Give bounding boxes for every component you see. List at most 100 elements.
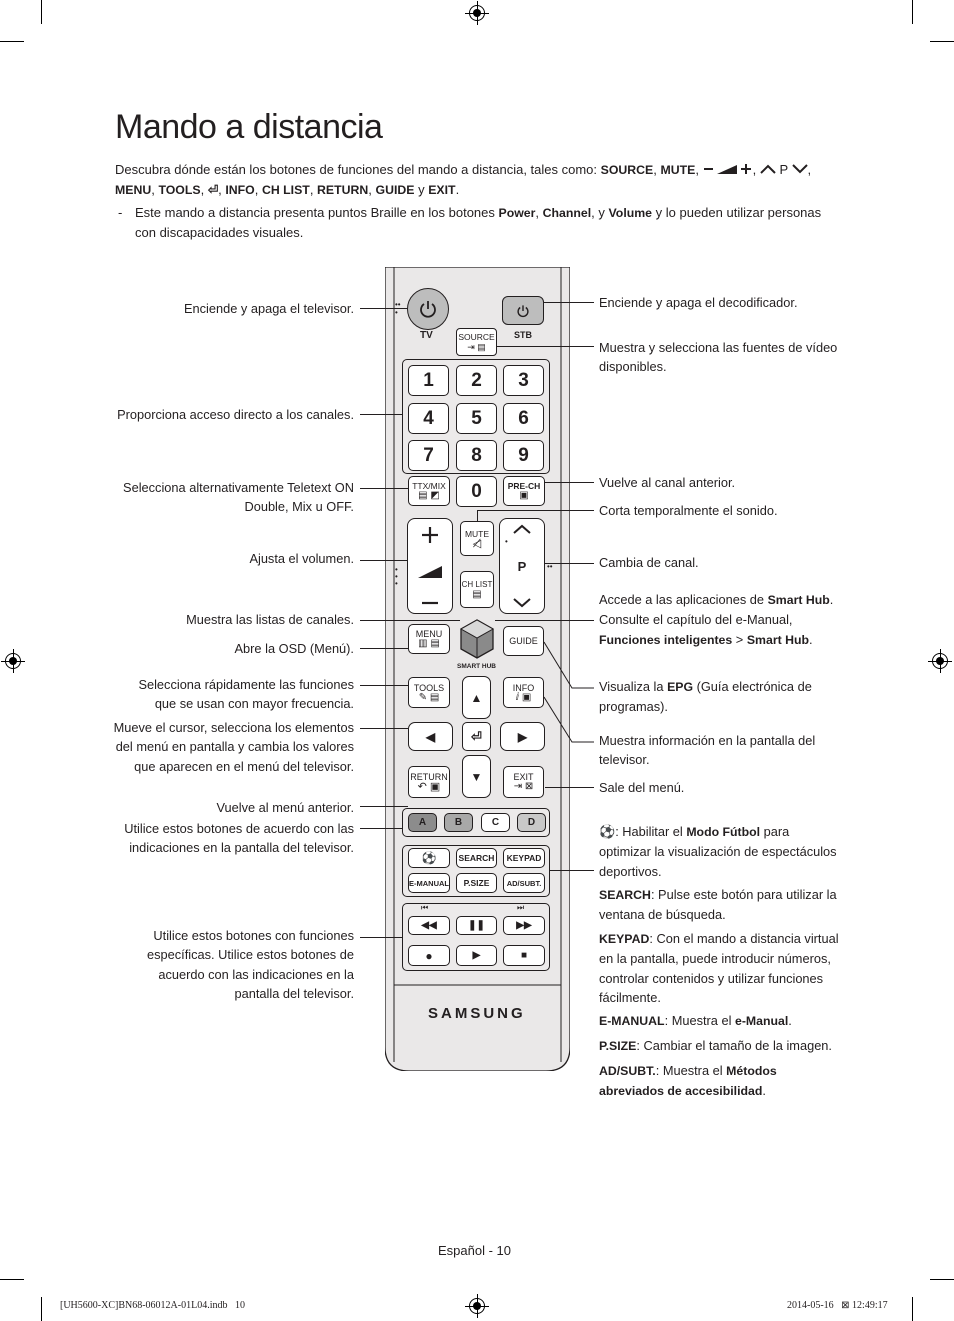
search-button[interactable]: SEARCH (456, 848, 497, 868)
arrow-down-icon: ▼ (470, 769, 483, 784)
label-guide: Visualiza la EPG (Guía electrónica de pr… (599, 677, 844, 717)
tv-label: TV (420, 330, 433, 341)
record-icon: ● (425, 948, 433, 963)
digit-1-button[interactable]: 1 (408, 365, 449, 396)
smart-hub-button[interactable] (459, 618, 495, 660)
digit-5-button[interactable]: 5 (456, 403, 497, 434)
color-d-button[interactable]: D (517, 813, 546, 832)
text-segment: . Consulte el capítulo del e-Manual, (599, 592, 834, 628)
menu-button[interactable]: MENU ▥ ▤ (408, 624, 450, 654)
source-button[interactable]: SOURCE ⇥ ▤ (456, 328, 497, 356)
nav-up-button[interactable]: ▲ (462, 676, 491, 719)
bold-term: KEYPAD (599, 932, 650, 946)
volume-rocker[interactable] (407, 518, 453, 614)
bold-term: ⏎ (207, 183, 219, 197)
label-ad-subt: AD/SUBT.: Muestra el Métodos abreviados … (599, 1061, 844, 1102)
bold-term: Power (498, 206, 536, 220)
nav-left-button[interactable]: ◀ (408, 722, 453, 751)
guide-button[interactable]: GUIDE (503, 626, 544, 656)
rewind-icon: ◀◀ (421, 920, 437, 931)
digit-4-button[interactable]: 4 (408, 403, 449, 434)
bold-term: RETURN (317, 183, 369, 197)
braille-dots-icon: ••• (395, 565, 398, 588)
nav-down-button[interactable]: ▼ (462, 755, 491, 798)
label-source: Muestra y selecciona las fuentes de víde… (599, 340, 838, 375)
text-segment: : Habilitar el (615, 824, 687, 839)
tools-button[interactable]: TOOLS ✎ ▤ (408, 677, 450, 708)
samsung-logo: SAMSUNG (428, 1005, 526, 1022)
info-button[interactable]: INFO ⅈ ▣ (503, 677, 544, 708)
play-button[interactable]: ▶ (456, 945, 497, 966)
label-mute: Corta temporalmente el sonido. (599, 503, 778, 518)
football-mode-button[interactable]: ⚽ (408, 848, 450, 868)
label-keypad: KEYPAD: Con el mando a distancia virtual… (599, 929, 844, 1008)
enter-button[interactable]: ⏎ (462, 722, 491, 751)
exit-button[interactable]: EXIT ⇥ ⊠ (503, 766, 544, 798)
digit-2-button[interactable]: 2 (456, 365, 497, 396)
teletext-icon: ▤ ◩ (418, 490, 440, 501)
digit-9-button[interactable]: 9 (503, 440, 544, 471)
bold-term: CH LIST (261, 183, 310, 197)
prev-track-icon: ⏮ (421, 903, 429, 912)
bold-term: MENU (115, 183, 152, 197)
next-track-icon: ⏭ (517, 903, 525, 912)
label-color-buttons: Utilice estos botones de acuerdo con las… (124, 821, 354, 856)
label-info: Muestra información en la pantalla del t… (599, 733, 816, 768)
digit-0-button[interactable]: 0 (456, 476, 497, 507)
return-button[interactable]: RETURN ↶ ▣ (408, 766, 450, 798)
label-exit: Sale del menú. (599, 780, 685, 795)
bold-term: AD/SUBT. (599, 1064, 656, 1078)
bold-term: Métodos abreviados de accesibilidad (599, 1064, 777, 1099)
braille-dots-icon: •• (547, 562, 553, 571)
label-ttx-mix: Selecciona alternativamente Teletext ON … (123, 480, 354, 515)
label-volume: Ajusta el volumen. (249, 551, 354, 566)
arrow-left-icon: ◀ (425, 729, 436, 744)
color-a-button[interactable]: A (408, 813, 437, 832)
page-title: Mando a distancia (115, 108, 383, 146)
label-p-size: P.SIZE: Cambiar el tamaño de la imagen. (599, 1036, 844, 1056)
bold-term: GUIDE (375, 183, 415, 197)
print-file-info: [UH5600-XC]BN68-06012A-01L04.indb 10 (60, 1300, 245, 1311)
keypad-button[interactable]: KEYPAD (503, 848, 545, 868)
nav-right-button[interactable]: ▶ (500, 722, 545, 751)
ch-list-button[interactable]: CH LIST ▤ (460, 571, 494, 608)
note-dash: - (118, 205, 123, 220)
stb-power-button[interactable] (502, 296, 544, 325)
text-segment: Accede a las aplicaciones de (599, 592, 768, 607)
fast-forward-button[interactable]: ▶▶ (503, 916, 545, 935)
channel-up-icon (513, 524, 531, 534)
digit-7-button[interactable]: 7 (408, 440, 449, 471)
text-segment: : Muestra el (664, 1013, 735, 1028)
record-button[interactable]: ● (408, 945, 450, 966)
bold-term: TOOLS (158, 183, 201, 197)
pause-button[interactable]: ❚❚ (456, 916, 497, 935)
text-segment: . (455, 182, 460, 197)
pre-ch-button[interactable]: PRE-CH ▣ (503, 476, 545, 506)
play-icon: ▶ (472, 950, 481, 961)
p-size-button[interactable]: P.SIZE (456, 873, 497, 893)
text-segment: para optimizar la visualización de espec… (599, 824, 837, 879)
text-segment: , (151, 182, 159, 197)
e-manual-button[interactable]: E-MANUAL (408, 873, 450, 893)
return-icon: ↶ ▣ (417, 781, 441, 793)
registration-mark-icon (465, 1, 489, 25)
bold-term: SEARCH (599, 888, 651, 902)
color-b-button[interactable]: B (444, 813, 473, 832)
digit-3-button[interactable]: 3 (503, 365, 544, 396)
registration-mark-icon (465, 1294, 489, 1318)
stop-button[interactable]: ■ (503, 945, 545, 966)
channel-up-icon (760, 164, 776, 174)
mute-button[interactable]: MUTE ◁̸ (460, 521, 494, 556)
bold-term: INFO (225, 183, 255, 197)
football-icon: ⚽ (599, 824, 616, 839)
channel-rocker[interactable]: P (499, 518, 545, 614)
tv-power-button[interactable] (407, 288, 449, 330)
ad-subt-button[interactable]: AD/SUBT. (503, 873, 545, 893)
text-segment: y lo pueden utilizar personas con discap… (135, 205, 822, 240)
rewind-button[interactable]: ◀◀ (408, 916, 450, 935)
digit-8-button[interactable]: 8 (456, 440, 497, 471)
ttx-mix-button[interactable]: TTX/MIX ▤ ◩ (408, 476, 450, 506)
channel-down-icon (791, 164, 808, 174)
digit-6-button[interactable]: 6 (503, 403, 544, 434)
color-c-button[interactable]: C (481, 813, 510, 832)
